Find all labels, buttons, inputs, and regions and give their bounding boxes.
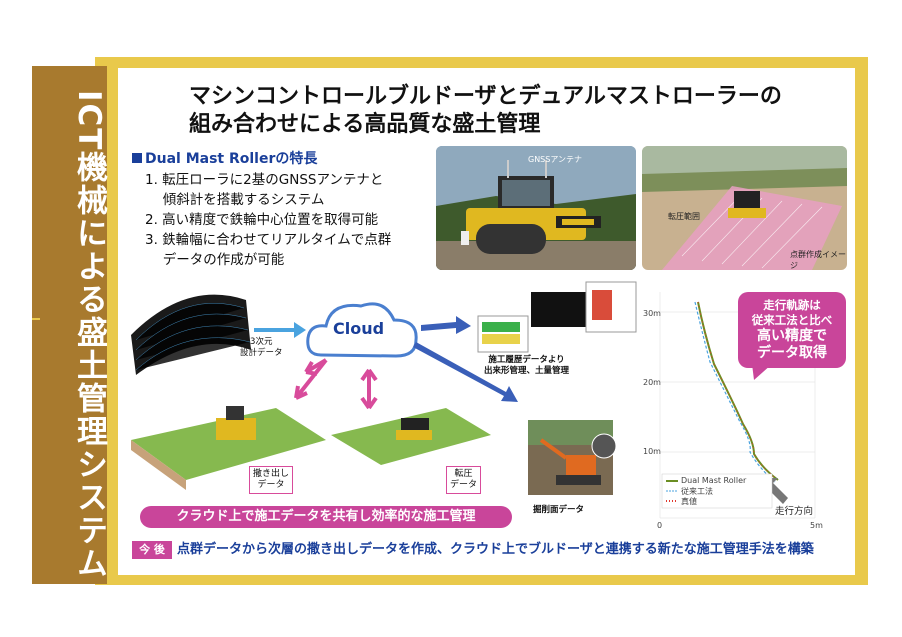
conventional-line: [694, 301, 776, 483]
field-photo: 転圧範囲 点群作成イメージ: [642, 146, 847, 270]
cloud-banner: クラウド上で施工データを共有し効率的な施工管理: [140, 506, 512, 528]
spread-data-label: 撒き出し データ: [249, 466, 294, 494]
arrow-cloud-roller: [360, 368, 378, 410]
list-item: データの作成が可能: [145, 252, 285, 268]
workflow-diagram: [131, 281, 637, 495]
trajectory-chart: [659, 292, 816, 519]
sidebar-tick: [32, 318, 40, 320]
list-item: 2. 高い精度で鉄輪中心位置を取得可能: [145, 212, 379, 228]
excavator-photo: [528, 420, 617, 495]
future-badge: 今 後: [132, 541, 172, 559]
accuracy-callout: 走行軌跡は 従来工法と比べ 高い精度で データ取得: [738, 292, 846, 368]
excavation-label: 掘削面データ: [533, 505, 585, 515]
roller-image: [436, 146, 636, 270]
ytick-20: 20m: [643, 378, 661, 387]
pointcloud-caption: 点群作成イメージ: [790, 250, 846, 270]
cloud-label: Cloud: [333, 319, 385, 338]
legend-conventional: 従来工法: [681, 487, 713, 496]
history-screens: [477, 281, 637, 353]
design-wireframe: [131, 294, 251, 375]
arrow-to-cloud: [254, 322, 306, 338]
field-image: [642, 146, 847, 270]
list-item: 1. 転圧ローラに2基のGNSSアンテナと: [145, 172, 384, 188]
features-list: 1. 転圧ローラに2基のGNSSアンテナと 傾斜計を搭載するシステム 2. 高い…: [145, 170, 391, 270]
roller-grid: [331, 408, 491, 465]
gnss-caption: GNSSアンテナ: [528, 155, 583, 164]
ytick-30: 30m: [643, 309, 661, 318]
arrow-cloud-bulldozer: [294, 358, 328, 400]
roller-photo: GNSSアンテナ: [436, 146, 636, 270]
square-bullet-icon: [132, 153, 142, 163]
xtick-5: 5m: [810, 521, 823, 530]
legend-dmr: Dual Mast Roller: [681, 476, 747, 485]
features-heading: Dual Mast Rollerの特長: [132, 148, 317, 168]
legend-box: [661, 473, 773, 509]
cloud-icon: [306, 302, 418, 358]
legend-truth: 真値: [681, 497, 697, 506]
compaction-range-caption: 転圧範囲: [668, 212, 700, 221]
history-label: 施工履歴データより 出来形管理、土量管理: [484, 355, 570, 376]
callout-tail: [752, 364, 772, 380]
bulldozer-grid: [131, 406, 326, 490]
list-item: 傾斜計を搭載するシステム: [145, 192, 325, 208]
arrow-to-excavator: [413, 342, 518, 402]
arrow-to-history: [421, 316, 471, 334]
sidebar: [32, 66, 107, 584]
xtick-0: 0: [657, 521, 663, 530]
dmr-line: [697, 301, 779, 481]
ytick-10: 10m: [643, 447, 661, 456]
design-data-label: 3次元 設計データ: [240, 337, 283, 358]
sidebar-title: ICT機械による盛土管理システム: [71, 90, 107, 581]
compaction-data-label: 転圧 データ: [446, 466, 482, 494]
future-text: 点群データから次層の撒き出しデータを作成、クラウド上でブルドーザと連携する新たな…: [177, 542, 814, 557]
direction-label: 走行方向: [775, 506, 814, 517]
list-item: 3. 鉄輪幅に合わせてリアルタイムで点群: [145, 232, 392, 248]
page-title: マシンコントロールブルドーザとデュアルマストローラーの 組み合わせによる高品質な…: [189, 84, 782, 137]
